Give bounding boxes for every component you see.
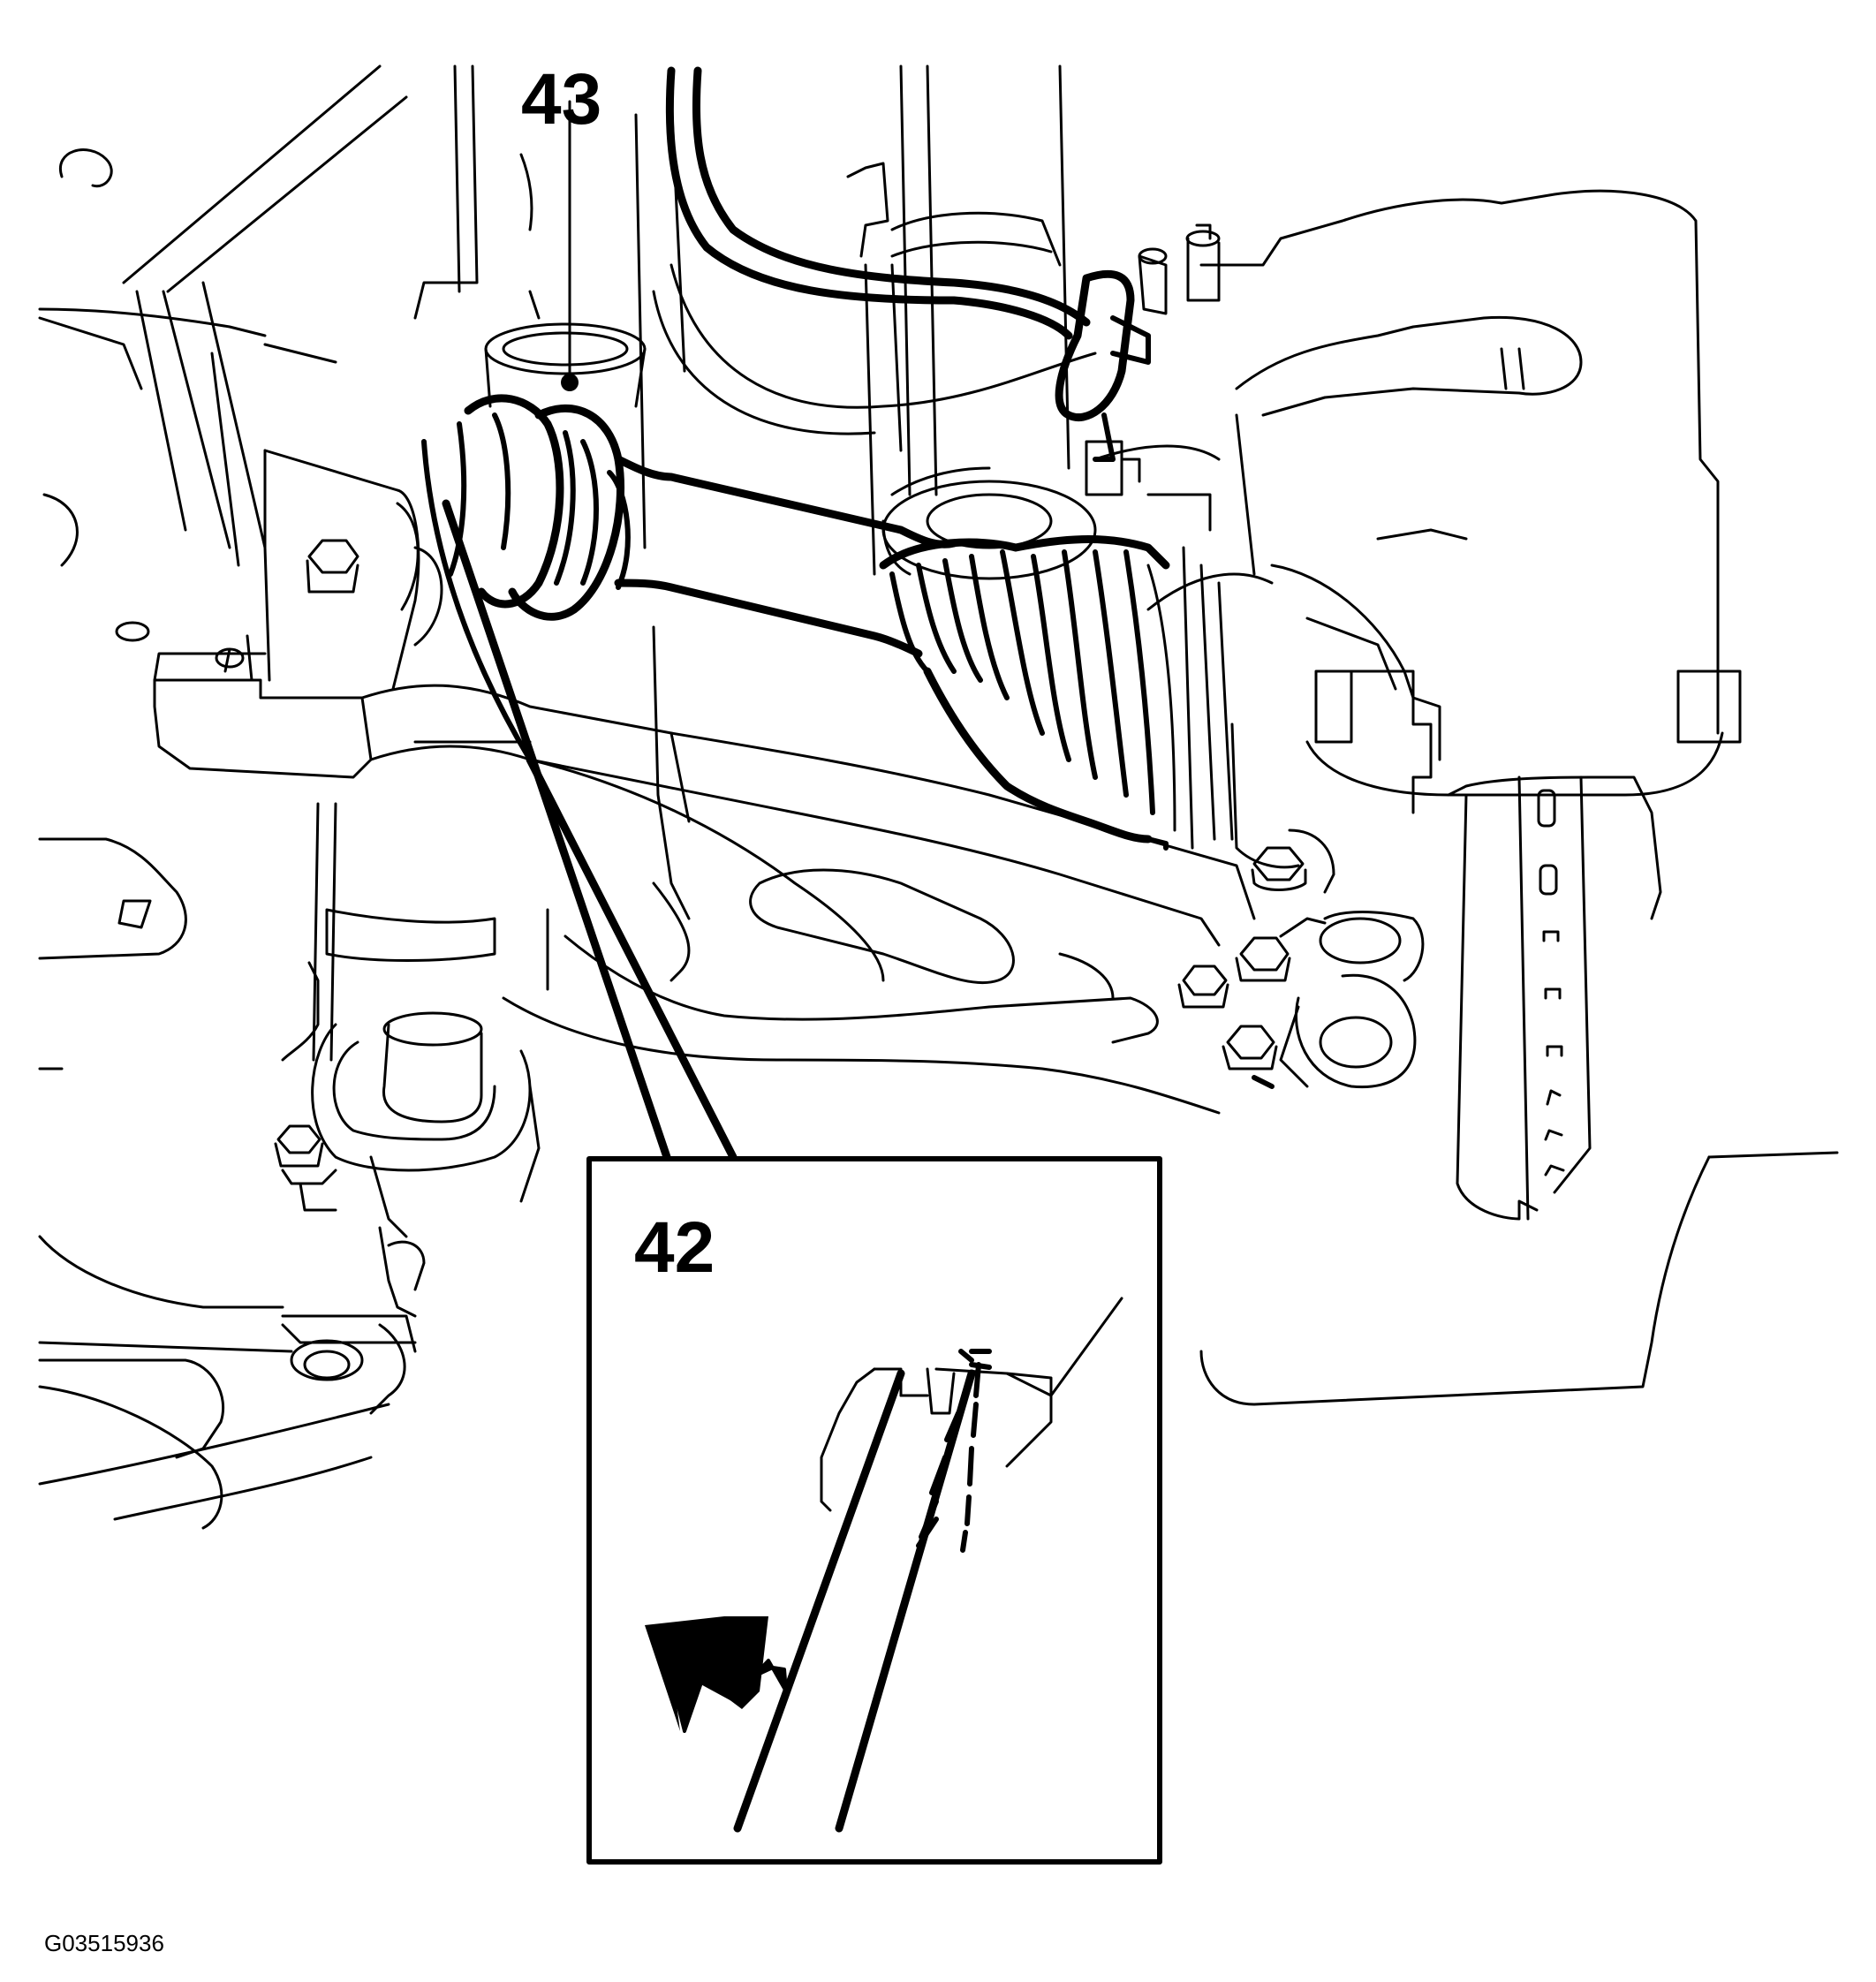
lower-left-linkage: [38, 1124, 426, 1530]
figure-id: G03515936: [44, 1930, 164, 1956]
ball-joint-assembly: [1177, 828, 1425, 1089]
detail-inset: [586, 1156, 1162, 1865]
upper-mount: [484, 322, 647, 408]
callout-43-label: 43: [521, 59, 602, 140]
callout-42-label: 42: [634, 1207, 715, 1288]
lower-control-arm: [153, 449, 1256, 1238]
drive-shaft: [448, 394, 1176, 851]
pry-tool: [421, 439, 738, 1161]
brake-line: [652, 66, 1221, 496]
background-structure: [38, 64, 1839, 1406]
callout-43-leader: [561, 100, 579, 391]
bolt-group: [1177, 936, 1291, 1089]
